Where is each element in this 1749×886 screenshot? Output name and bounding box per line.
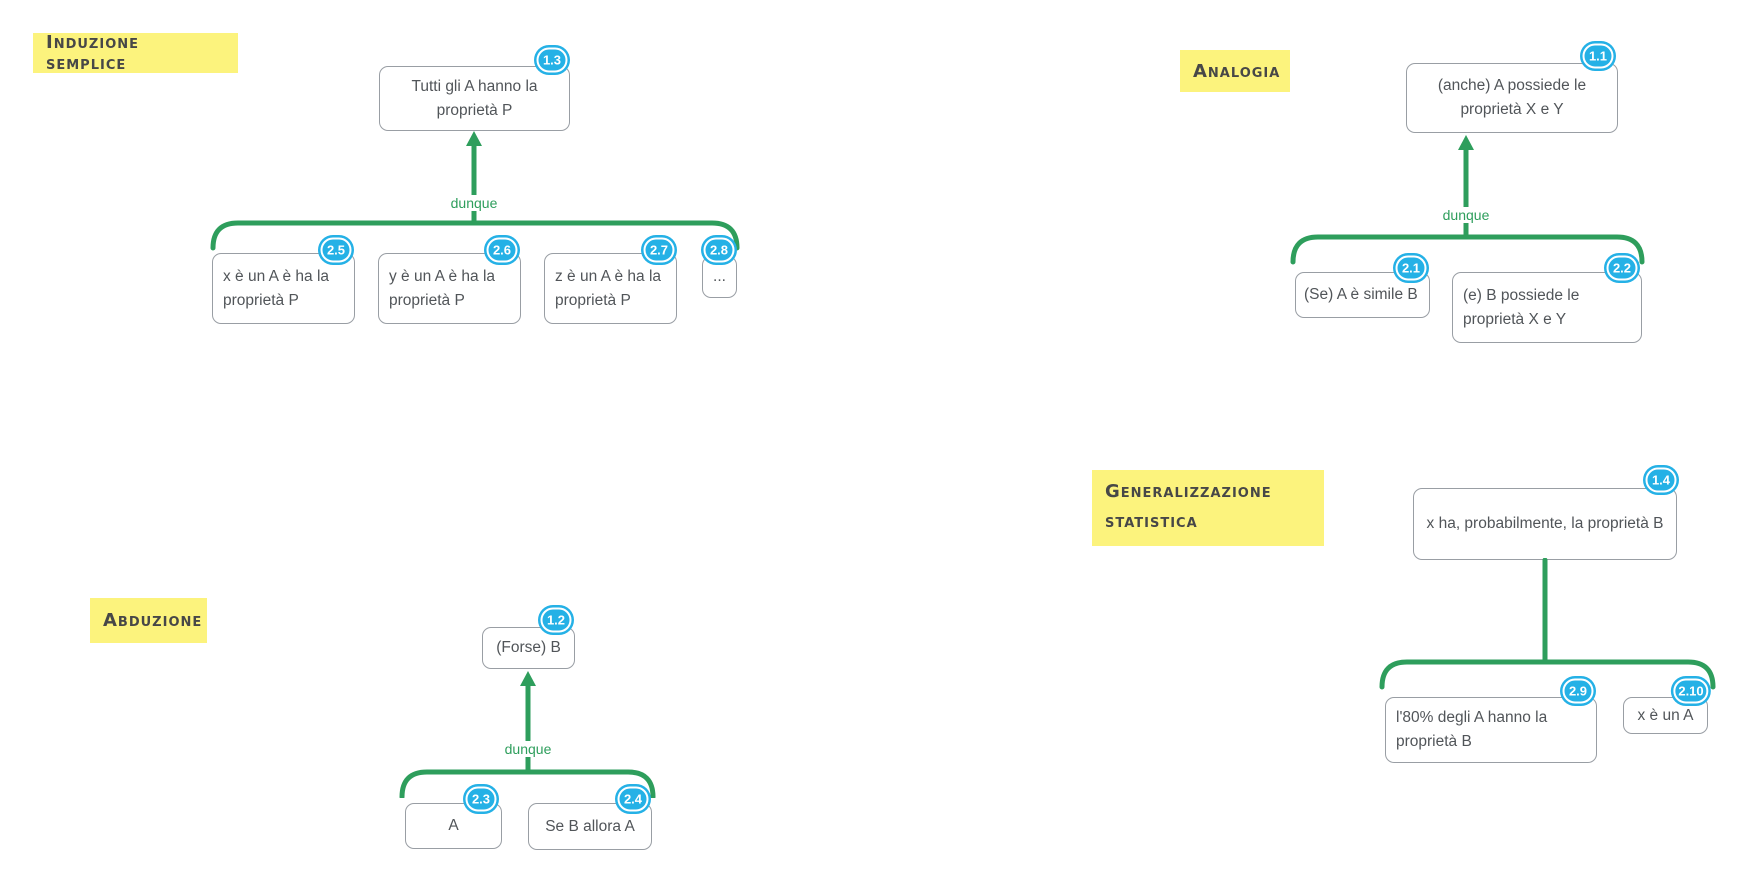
- premise-text: y è un A è ha la proprietà P: [389, 267, 496, 309]
- premise-bracket: [1290, 234, 1645, 265]
- node-number-badge: 1.2: [540, 607, 572, 633]
- node-number-badge: 2.10: [1673, 678, 1709, 704]
- premise-bracket: [1379, 659, 1716, 690]
- group-label-generalizzazione-statistica[interactable]: Generalizzazione statistica: [1092, 470, 1324, 546]
- therefore-connector-abduzione[interactable]: [395, 667, 660, 798]
- conclusion-node-induzione[interactable]: Tutti gli A hanno la proprietà P: [379, 66, 570, 131]
- arrowhead-icon: [466, 131, 482, 146]
- arrowhead-icon: [1458, 135, 1474, 150]
- conclusion-text: Tutti gli A hanno la proprietà P: [411, 77, 538, 119]
- conclusion-node-analogia[interactable]: (anche) A possiede le proprietà X e Y: [1406, 63, 1618, 133]
- node-number-badge: 1.3: [536, 47, 568, 73]
- group-label-abduzione[interactable]: Abduzione: [90, 598, 207, 643]
- node-number-badge: 2.9: [1562, 678, 1594, 704]
- premise-node[interactable]: x è un A: [1623, 697, 1708, 734]
- connector-label: dunque: [1439, 207, 1493, 223]
- connector-label: dunque: [447, 195, 501, 211]
- premise-node[interactable]: l'80% degli A hanno la proprietà B: [1385, 697, 1597, 763]
- premise-text: l'80% degli A hanno la proprietà B: [1396, 709, 1548, 750]
- node-number-badge: 2.7: [643, 237, 675, 263]
- conclusion-text: (anche) A possiede le proprietà X e Y: [1437, 77, 1587, 118]
- premise-text: z è un A è ha la proprietà P: [555, 267, 662, 309]
- premise-bracket: [399, 769, 656, 798]
- node-number-badge: 1.1: [1582, 43, 1614, 69]
- therefore-connector-analogia[interactable]: [1286, 132, 1649, 268]
- conclusion-text: x ha, probabilmente, la proprietà B: [1426, 515, 1664, 532]
- conclusion-node-generalizzazione[interactable]: x ha, probabilmente, la proprietà B: [1413, 488, 1677, 560]
- premise-text: (Se) A è simile B: [1304, 286, 1418, 303]
- therefore-connector-induzione[interactable]: [206, 128, 744, 254]
- node-number-badge: 2.5: [320, 237, 352, 263]
- group-label-analogia[interactable]: Analogia: [1180, 50, 1290, 92]
- node-number-badge: 2.3: [465, 786, 497, 812]
- premise-node[interactable]: z è un A è ha la proprietà P: [544, 253, 677, 324]
- node-number-badge: 2.6: [486, 237, 518, 263]
- conclusion-node-abduzione[interactable]: (Forse) B: [482, 627, 575, 669]
- premise-text: x è un A è ha la proprietà P: [223, 267, 330, 309]
- premise-node[interactable]: (e) B possiede le proprietà X e Y: [1452, 272, 1642, 343]
- premise-node[interactable]: x è un A è ha la proprietà P: [212, 253, 355, 324]
- connector-label: dunque: [501, 741, 555, 757]
- node-number-badge: 2.2: [1606, 255, 1638, 281]
- premise-text: Se B allora A: [545, 817, 635, 835]
- group-label-induzione-semplice[interactable]: Induzione semplice: [33, 32, 238, 74]
- node-number-badge: 2.8: [703, 237, 735, 263]
- conclusion-text: (Forse) B: [496, 639, 561, 656]
- node-number-badge: 1.4: [1645, 467, 1677, 493]
- premise-text: A: [448, 817, 459, 834]
- premise-text: ...: [713, 268, 726, 285]
- node-number-badge: 2.1: [1395, 255, 1427, 281]
- premise-text: (e) B possiede le proprietà X e Y: [1463, 286, 1580, 328]
- premise-node[interactable]: y è un A è ha la proprietà P: [378, 253, 521, 324]
- premise-text: x è un A: [1637, 706, 1694, 724]
- node-number-badge: 2.4: [617, 786, 649, 812]
- therefore-connector-generalizzazione[interactable]: [1375, 558, 1720, 690]
- arrowhead-icon: [520, 671, 536, 686]
